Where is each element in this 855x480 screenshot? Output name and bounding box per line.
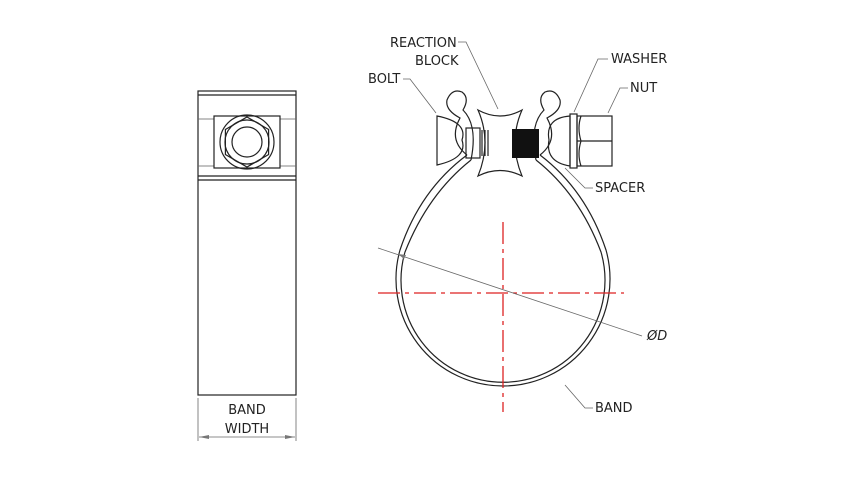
bolt-block-side [213, 115, 281, 169]
reaction-block-label-line2: BLOCK [415, 54, 459, 69]
reaction-block-label-line1: REACTION [390, 36, 457, 51]
bolt-thread [512, 129, 539, 158]
band-label: BAND [595, 401, 633, 416]
bolt-shank [465, 127, 481, 159]
spacer-label: SPACER [595, 181, 645, 196]
diameter-label: ØD [646, 329, 667, 344]
side-view: BAND WIDTH [197, 90, 297, 441]
spacer [547, 115, 571, 167]
right-band-loop [533, 90, 561, 161]
callouts: REACTION BLOCK BOLT WASHER NUT SPACER BA… [368, 36, 667, 416]
washer [569, 113, 578, 169]
band-width-label-line1: BAND [228, 403, 266, 418]
band-width-label-line2: WIDTH [225, 422, 269, 437]
front-view: ØD [377, 90, 667, 412]
band-width-dimension: BAND WIDTH [197, 398, 297, 441]
nut-end-icon [219, 114, 275, 170]
diameter-leader [377, 247, 643, 337]
bolt-label: BOLT [368, 72, 400, 87]
band-side-outline [197, 90, 297, 396]
nut [576, 115, 613, 167]
nut-label: NUT [630, 81, 657, 96]
bolt-head [436, 115, 464, 166]
washer-label: WASHER [611, 52, 667, 67]
left-band-loop [446, 90, 474, 161]
reaction-block [476, 108, 524, 178]
